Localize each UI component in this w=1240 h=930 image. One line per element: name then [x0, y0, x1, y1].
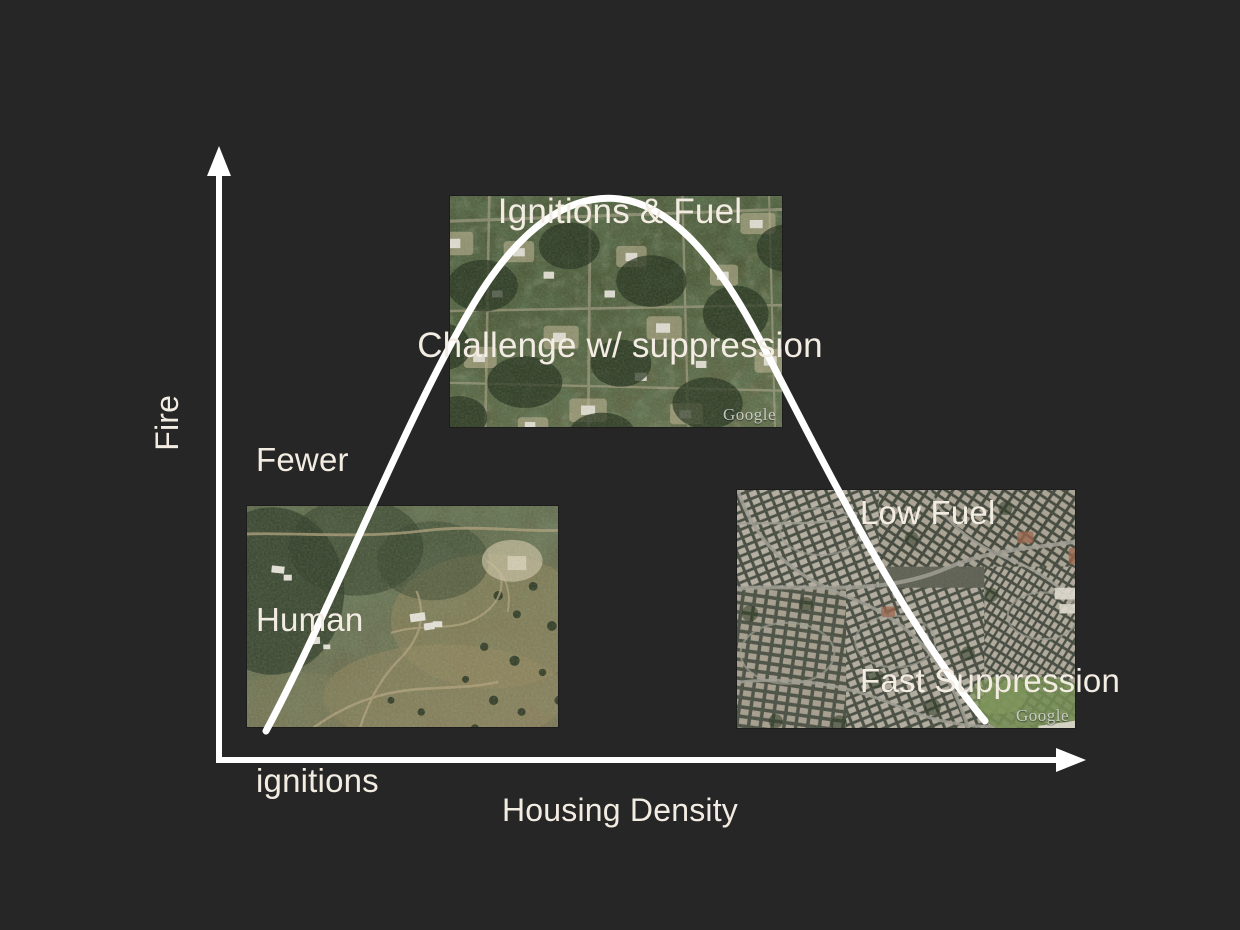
peak-caption: Ignitions & Fuel Challenge w/ suppressio… [0, 100, 1240, 458]
wildland-aerial-photo [247, 506, 558, 727]
google-watermark: Google [1015, 706, 1069, 725]
suburban-aerial-photo: Google [737, 490, 1075, 728]
y-axis-arrowhead [207, 146, 231, 176]
google-watermark: Google [722, 405, 776, 424]
left-caption-line2: Human [256, 601, 364, 639]
y-axis-label: Fire [149, 394, 186, 451]
left-caption-line3: ignitions [256, 761, 379, 799]
exurban-aerial-photo: Google [450, 196, 782, 427]
exurban-aerial-texture [450, 196, 782, 427]
right-caption: Low Fuel Fast Suppression [860, 373, 1120, 822]
x-axis-label: Housing Density [502, 792, 738, 828]
peak-caption-line1: Ignitions & Fuel [497, 191, 743, 231]
left-caption-line1: Fewer [256, 440, 349, 478]
peak-caption-line2: Challenge w/ suppression [417, 325, 823, 365]
inverted-u-curve-path [262, 194, 989, 735]
left-caption: Fewer Human ignitions [256, 326, 379, 914]
right-caption-line1: Low Fuel [860, 494, 996, 532]
wildland-aerial-texture [247, 506, 558, 727]
right-caption-line2: Fast Suppression [860, 662, 1120, 700]
x-axis-arrowhead [1056, 748, 1086, 772]
